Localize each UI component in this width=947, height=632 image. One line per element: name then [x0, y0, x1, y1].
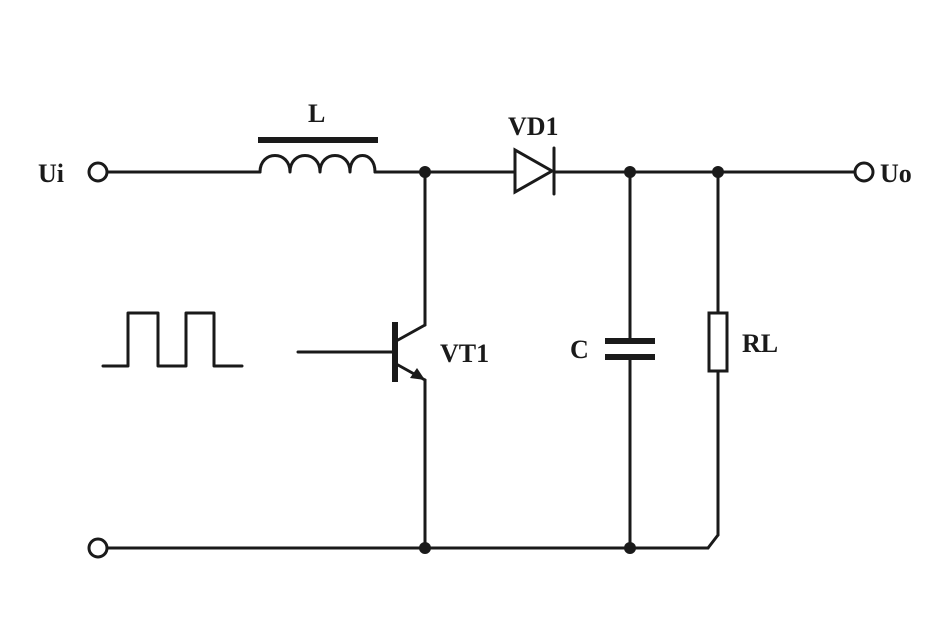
resistor-corner-wire — [706, 533, 720, 550]
capacitor-C — [605, 170, 655, 550]
input-terminal — [87, 161, 109, 183]
resistor-body — [707, 311, 729, 373]
diode-label: VD1 — [508, 112, 559, 141]
inductor-L — [258, 137, 378, 174]
inductor-coil — [258, 154, 377, 174]
diode-VD1 — [513, 146, 556, 196]
resistor-label: RL — [742, 329, 778, 358]
capacitor-label: C — [570, 335, 589, 364]
node-capacitor-bottom — [624, 542, 636, 554]
node-switch-bottom — [419, 542, 431, 554]
inductor-label: L — [308, 99, 325, 128]
output-terminal — [853, 161, 875, 183]
input-label: Ui — [38, 159, 64, 188]
transistor-VT1 — [296, 170, 427, 550]
load-resistor-RL — [706, 170, 729, 550]
pwm-pulse-waveform — [101, 311, 244, 368]
transistor-label: VT1 — [440, 339, 489, 368]
bottom-terminal — [87, 537, 109, 559]
transistor-collector-lead — [396, 323, 427, 342]
diode-triangle — [513, 147, 556, 195]
output-label: Uo — [880, 159, 912, 188]
transistor-emitter-arrow — [410, 368, 425, 380]
